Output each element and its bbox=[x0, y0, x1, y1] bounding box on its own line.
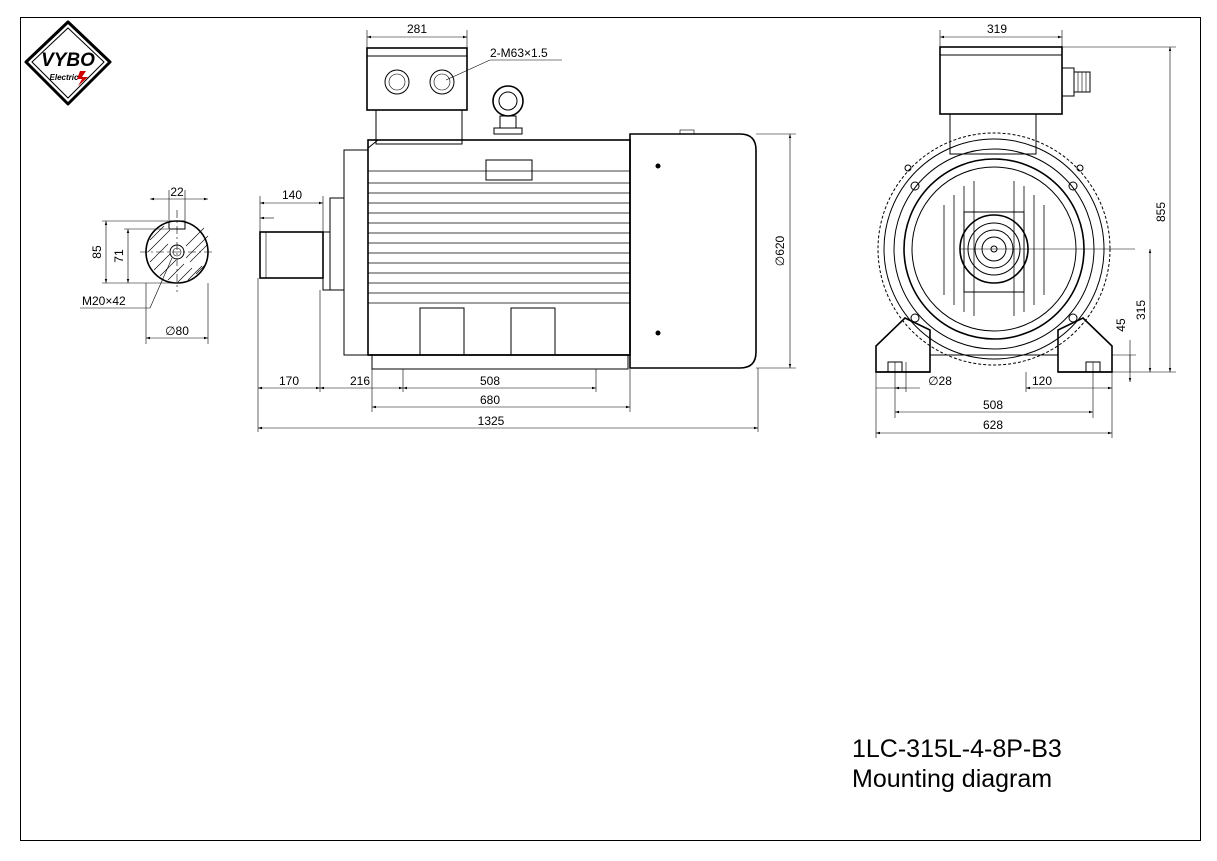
title-block: 1LC-315L-4-8P-B3 Mounting diagram bbox=[852, 734, 1062, 794]
dim-foot-width: 120 bbox=[1032, 374, 1052, 388]
dim-foot-height: 45 bbox=[1114, 318, 1128, 332]
shaft-end-view: 22 85 71 M20×42 ∅80 bbox=[80, 185, 214, 344]
dim-overall-height: 855 bbox=[1154, 202, 1168, 222]
dim-foot-length: 680 bbox=[480, 393, 500, 407]
motor-side-view: 281 2-M63×1.5 bbox=[257, 22, 796, 432]
logo-sub: Electric bbox=[50, 73, 79, 82]
dim-cable-gland: 2-M63×1.5 bbox=[490, 46, 548, 60]
logo-brand: VYBO bbox=[41, 50, 95, 71]
dim-front-terminal-box: 319 bbox=[987, 22, 1007, 36]
dim-height-85: 85 bbox=[90, 245, 104, 259]
dim-foot-hole-dia: ∅28 bbox=[928, 374, 952, 388]
motor-front-view: 319 bbox=[875, 22, 1176, 438]
diagram-subtitle: Mounting diagram bbox=[852, 765, 1053, 793]
dim-shaft-height: 315 bbox=[1134, 300, 1148, 320]
drawing-frame bbox=[20, 17, 1201, 841]
brand-logo: VYBO Electric bbox=[24, 20, 112, 106]
dim-height-71: 71 bbox=[112, 249, 126, 263]
dim-overall-length: 1325 bbox=[478, 414, 505, 428]
dim-shaft-diameter: ∅80 bbox=[165, 324, 189, 338]
dim-front-to-foot: 216 bbox=[350, 374, 370, 388]
dim-overall-width: 628 bbox=[983, 418, 1003, 432]
model-number: 1LC-315L-4-8P-B3 bbox=[852, 735, 1062, 763]
cooling-fins bbox=[368, 170, 630, 304]
dim-shaft-extension: 170 bbox=[279, 374, 299, 388]
dim-shaft-length: 140 bbox=[282, 188, 302, 202]
dim-front-foot-holes: 508 bbox=[983, 398, 1003, 412]
dim-terminal-box: 281 bbox=[407, 22, 427, 36]
dim-side-foot-holes: 508 bbox=[480, 374, 500, 388]
dim-key-width: 22 bbox=[170, 185, 184, 199]
dim-side-diameter: ∅620 bbox=[773, 235, 787, 266]
dim-thread: M20×42 bbox=[82, 294, 126, 308]
